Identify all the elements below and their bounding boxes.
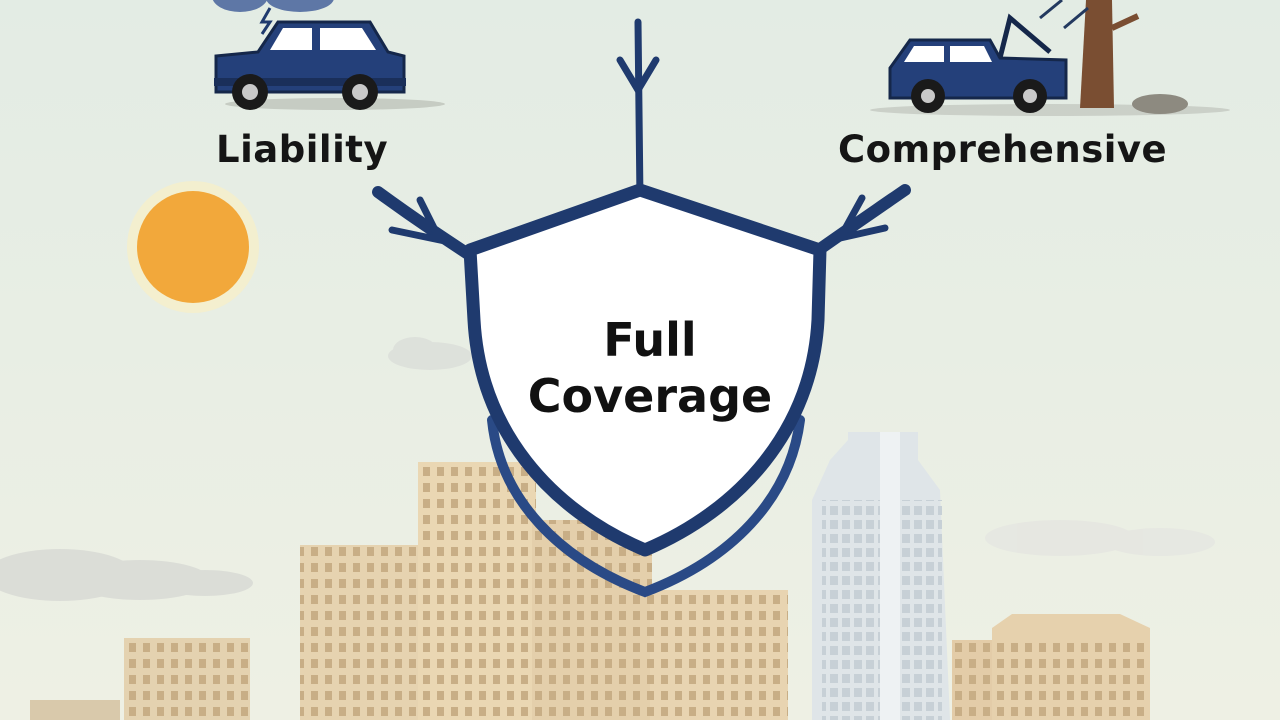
- sun-icon: [137, 191, 249, 303]
- storm-cloud-icon: [212, 0, 334, 12]
- cloud-right: [985, 520, 1215, 556]
- shield-shadow: [487, 415, 805, 598]
- lightning-icon: [259, 7, 273, 35]
- shield-icon: [463, 183, 827, 557]
- tree-icon: [1039, 0, 1188, 114]
- city-skyline: [30, 432, 1150, 720]
- car-icon: [214, 20, 445, 110]
- cloud-middle: [388, 337, 472, 370]
- cloud-left: [0, 549, 253, 601]
- shield-title: Full Coverage: [470, 312, 830, 424]
- shield-title-line2: Coverage: [527, 369, 773, 423]
- liability-label: Liability: [216, 128, 389, 171]
- arrow-icon-top: [616, 18, 660, 204]
- comprehensive-label: Comprehensive: [838, 128, 1168, 171]
- shield-title-line1: Full: [603, 313, 697, 367]
